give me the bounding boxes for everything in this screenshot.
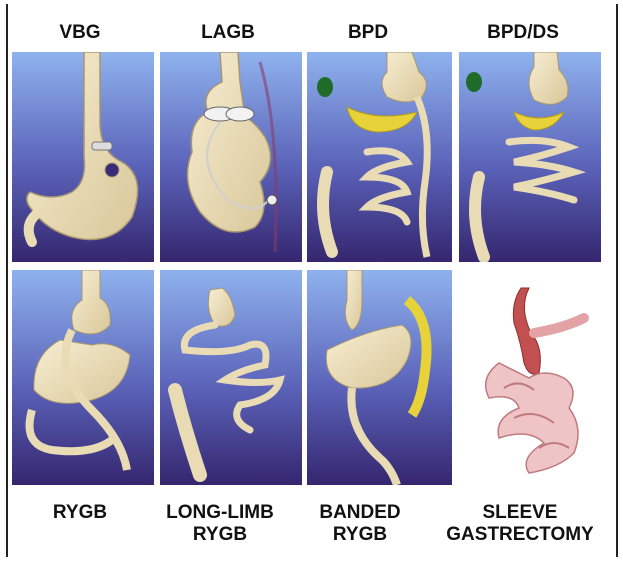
label-vbg: VBG [30, 22, 130, 44]
label-bpd: BPD [318, 22, 418, 44]
panel-vbg [12, 52, 154, 262]
panel-banded-rygb [307, 270, 452, 485]
panel-bpd [307, 52, 452, 262]
panel-sleeve-gastrectomy [459, 278, 601, 483]
label-rygb: RYGB [20, 502, 140, 524]
panel-bpd-ds [459, 52, 601, 262]
label-bpd-ds: BPD/DS [468, 22, 578, 44]
panel-lagb [160, 52, 302, 262]
label-lagb: LAGB [178, 22, 278, 44]
panel-long-limb-rygb [160, 270, 302, 485]
panel-rygb [12, 270, 154, 485]
